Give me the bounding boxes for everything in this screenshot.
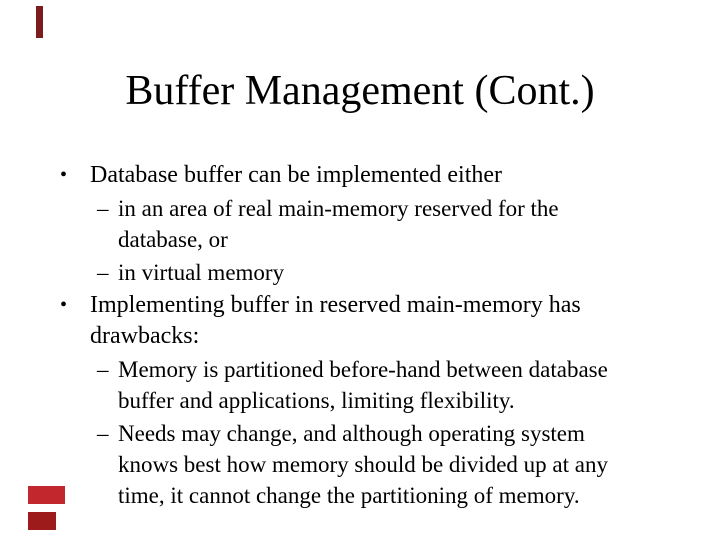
slide-title: Buffer Management (Cont.) <box>125 68 595 114</box>
bullet-text: Database buffer can be implemented eithe… <box>90 162 503 188</box>
sub-bullet-line: –in virtual memory <box>0 257 720 288</box>
sub-bullet-text: Memory is partitioned before-hand betwee… <box>118 357 608 382</box>
sub-bullet-line: –Memory is partitioned before-hand betwe… <box>0 354 720 385</box>
sub-bullet-text: buffer and applications, limiting flexib… <box>118 388 515 413</box>
template-decoration-bottom-left-lower <box>28 512 56 530</box>
sub-bullet-text: in virtual memory <box>118 260 285 285</box>
sub-bullet-text: knows best how memory should be divided … <box>118 452 608 477</box>
bullet-icon: • <box>60 294 68 316</box>
sub-bullet-text: in an area of real main-memory reserved … <box>118 196 559 221</box>
sub-bullet-line: –Needs may change, and although operatin… <box>0 418 720 449</box>
sub-bullet-line: buffer and applications, limiting flexib… <box>0 385 720 416</box>
sub-bullet-line: knows best how memory should be divided … <box>0 449 720 480</box>
dash-icon: – <box>97 260 109 285</box>
bullet-line: • Database buffer can be implemented eith… <box>0 160 720 191</box>
dash-icon: – <box>97 357 109 382</box>
sub-bullet-line: database, or <box>0 224 720 255</box>
dash-icon: – <box>97 196 109 221</box>
sub-bullet-text: time, it cannot change the partitioning … <box>118 483 580 508</box>
sub-bullet-text: Needs may change, and although operating… <box>118 421 585 446</box>
sub-bullet-text: database, or <box>118 227 228 252</box>
sub-bullet-line: –in an area of real main-memory reserved… <box>0 193 720 224</box>
template-decoration-bottom-left-upper <box>28 486 65 504</box>
slide-body: • Database buffer can be implemented eith… <box>0 160 720 511</box>
sub-bullet-line: time, it cannot change the partitioning … <box>0 480 720 511</box>
bullet-line: drawbacks: <box>0 321 720 352</box>
bullet-icon: • <box>60 164 68 186</box>
template-decoration-top-left <box>36 6 43 38</box>
bullet-line: • Implementing buffer in reserved main-me… <box>0 290 720 321</box>
dash-icon: – <box>97 421 109 446</box>
bullet-text: drawbacks: <box>90 323 200 349</box>
bullet-text: Implementing buffer in reserved main-mem… <box>90 292 581 318</box>
